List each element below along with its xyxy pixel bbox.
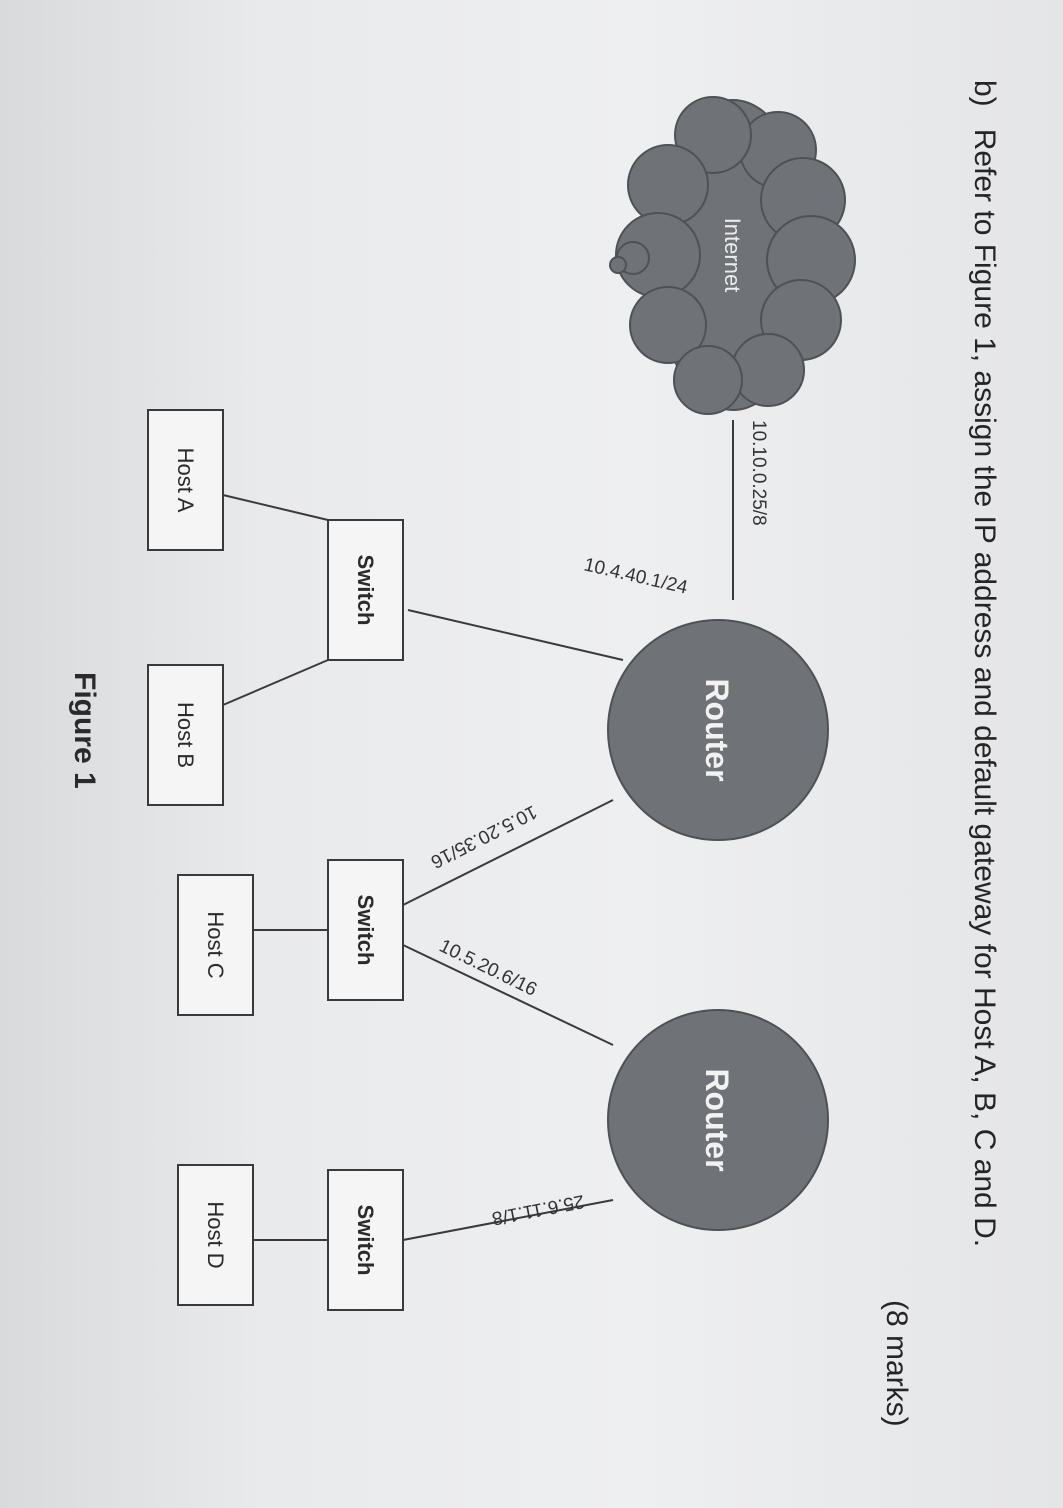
ip-label-router2-switch3: 25.6.11.1/8: [490, 1190, 586, 1228]
host-b-label: Host B: [173, 702, 198, 768]
router-2: Router: [607, 1009, 829, 1231]
link-router2-switch3: [402, 1199, 614, 1241]
figure-caption: Figure 1: [68, 672, 101, 789]
link-switch1-hostA: [222, 494, 329, 521]
host-d: Host D: [177, 1164, 254, 1306]
host-a: Host A: [147, 409, 224, 551]
ip-label-router1-switch2: 10.5.20.35/16: [427, 801, 540, 872]
router-1-label: Router: [699, 678, 735, 781]
router-2-label: Router: [699, 1068, 735, 1171]
link-router1-switch1: [407, 609, 624, 661]
ip-label-router1-switch1: 10.4.40.1/24: [582, 554, 690, 598]
host-c: Host C: [177, 874, 254, 1016]
host-a-label: Host A: [173, 448, 198, 513]
link-router1-switch2: [402, 799, 614, 906]
switch-2-label: Switch: [353, 895, 378, 966]
switch-3: Switch: [327, 1169, 404, 1311]
link-switch2-router2: [402, 944, 614, 1046]
ip-label-internet-router: 10.10.0.25/8: [748, 420, 769, 526]
links: [222, 420, 734, 1241]
switch-1: Switch: [327, 519, 404, 661]
internet-cloud: Internet: [609, 96, 856, 415]
host-b: Host B: [147, 664, 224, 806]
internet-label: Internet: [720, 218, 745, 293]
switch-1-label: Switch: [353, 555, 378, 626]
switch-3-label: Switch: [353, 1205, 378, 1276]
host-d-label: Host D: [203, 1201, 228, 1268]
link-switch1-hostB: [222, 659, 329, 706]
router-1: Router: [607, 619, 829, 841]
switch-2: Switch: [327, 859, 404, 1001]
host-c-label: Host C: [203, 911, 228, 978]
